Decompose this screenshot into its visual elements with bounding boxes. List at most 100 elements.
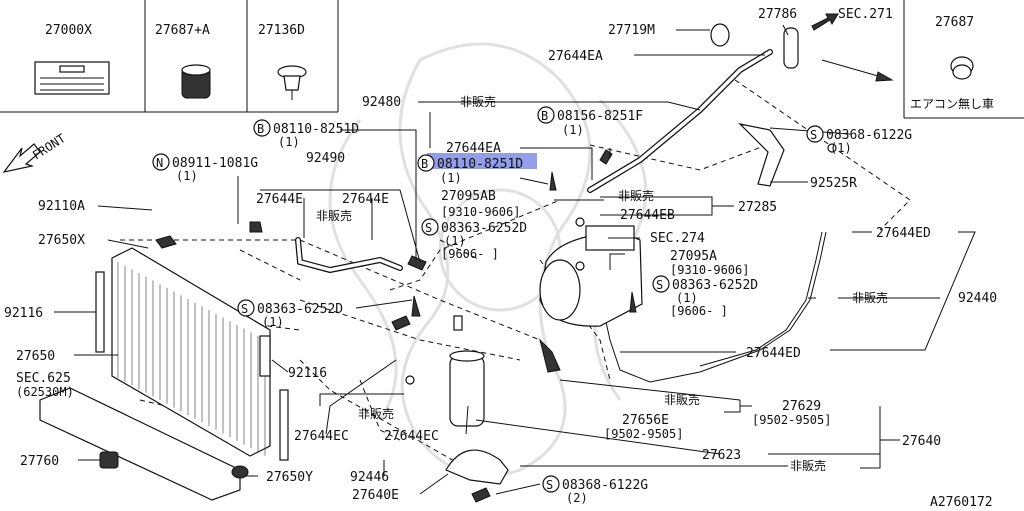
callout-92525R: 92525R [810, 176, 857, 191]
callout-92116-a: 92116 [4, 306, 43, 321]
callout-27629: 27629 [782, 399, 821, 414]
callout-08363-b-qty: (1) [676, 291, 698, 305]
callout-27095A: 27095A [670, 249, 717, 264]
prefix-b-08110-b: B [417, 154, 435, 172]
prefix-s-08363-c: S [237, 299, 255, 317]
callout-labels: 27719M 27786 SEC.271 27644EA 92480 非販売 0… [4, 7, 997, 510]
seal-strip-right [279, 389, 289, 461]
svg-text:B: B [541, 109, 548, 123]
grommet-27760 [99, 451, 119, 469]
callout-27644ED-b: 27644ED [746, 346, 801, 361]
callout-27629-range: [9502-9505] [752, 413, 831, 427]
bushing-icon [181, 64, 211, 99]
callout-92446: 92446 [350, 470, 389, 485]
inset-caption: エアコン無し車 [910, 96, 994, 111]
callout-27760: 27760 [20, 454, 59, 469]
callout-92110A: 92110A [38, 199, 85, 214]
not-for-sale-label-3: 非販売 [618, 188, 654, 203]
callout-27644EA-top: 27644EA [548, 49, 603, 64]
callout-27640E: 27640E [352, 488, 399, 503]
callout-08363-c-qty: (1) [262, 315, 284, 329]
bumper-bracket [39, 387, 241, 501]
inset-part-27687: 27687 [935, 15, 974, 30]
callout-92480: 92480 [362, 95, 401, 110]
callout-27644E-b: 27644E [342, 192, 389, 207]
callout-08368-b-qty: (2) [566, 491, 588, 505]
callout-27623: 27623 [702, 448, 741, 463]
svg-text:S: S [656, 278, 663, 292]
clip-icon [277, 65, 307, 100]
callout-27644EB: 27644EB [620, 208, 675, 223]
highlighted-callout-box [427, 153, 537, 169]
callout-08363-6252D-b: 08363-6252D [672, 278, 758, 293]
callout-08911-qty: (1) [176, 169, 198, 183]
callout-08156-qty: (1) [562, 123, 584, 137]
svg-text:N: N [156, 156, 163, 170]
box-part-27000X: 27000X [45, 23, 92, 38]
prefix-b-08156: B [537, 106, 555, 124]
callout-27650: 27650 [16, 349, 55, 364]
callout-27656E-range: [9502-9505] [604, 427, 683, 441]
prefix-s-08368-a: S [806, 125, 824, 143]
callout-leader-lines [54, 24, 976, 495]
not-for-sale-label-2: 非販売 [316, 208, 352, 223]
callout-08110-b-qty: (1) [440, 171, 462, 185]
prefix-s-08363-a: S [421, 218, 439, 236]
callout-27095AB-range: [9310-9606] [441, 205, 520, 219]
callout-08363-a-qty: (1) [444, 234, 466, 248]
prefix-markers: B B B N S S S S S [152, 106, 824, 493]
top-parts-boxes: 27000X 27687+A 27136D [0, 0, 339, 113]
callout-08363-a-range: [9606- ] [441, 247, 499, 261]
callout-08110-8251D-b-highlighted: 08110-8251D [437, 157, 523, 172]
callout-27656E: 27656E [622, 413, 669, 428]
callout-08156-8251F: 08156-8251F [557, 109, 643, 124]
callout-08368-6122G-a: 08368-6122G [826, 128, 912, 143]
callout-27095AB: 27095AB [441, 189, 496, 204]
prefix-s-08363-b: S [652, 275, 670, 293]
label-plate-icon [34, 61, 110, 95]
callout-92440: 92440 [958, 291, 997, 306]
front-arrow-icon: FRONT [2, 131, 68, 173]
callout-27095A-range: [9310-9606] [670, 263, 749, 277]
diagram-id: A2760172 [930, 495, 993, 510]
callout-27644EC-a: 27644EC [294, 429, 349, 444]
not-for-sale-label-5: 非販売 [664, 392, 700, 407]
prefix-n-08911: N [152, 153, 170, 171]
inset-no-ac-box: 27687 エアコン無し車 [903, 0, 1024, 119]
callout-08363-6252D-a: 08363-6252D [441, 221, 527, 236]
pipe-27644E [295, 237, 403, 274]
condenser-core [39, 247, 289, 501]
callout-27644ED-a: 27644ED [876, 226, 931, 241]
callout-08110-8251D-a: 08110-8251D [273, 122, 359, 137]
pipe-27644ED [605, 231, 827, 383]
callout-27650X: 27650X [38, 233, 85, 248]
seal-strip-left [95, 271, 105, 353]
bracket-92525R [738, 123, 785, 187]
prefix-b-08110-a: B [253, 119, 271, 137]
callout-08368-6122G-b: 08368-6122G [562, 478, 648, 493]
callout-27650Y: 27650Y [266, 470, 313, 485]
not-for-sale-label-6: 非販売 [358, 406, 394, 421]
callout-27644EC-b: 27644EC [384, 429, 439, 444]
callout-27786: 27786 [758, 7, 797, 22]
front-label: FRONT [30, 131, 68, 162]
callout-sec271: SEC.271 [838, 7, 893, 22]
grommet-27650Y [231, 465, 249, 479]
callout-sec274: SEC.274 [650, 231, 705, 246]
small-fasteners [155, 143, 837, 503]
callout-08368-a-qty: (1) [830, 141, 852, 155]
svg-text:B: B [257, 122, 264, 136]
svg-text:S: S [546, 478, 553, 492]
callout-08110-a-qty: (1) [278, 135, 300, 149]
receiver-drier [445, 350, 509, 485]
cap-27719M [710, 23, 730, 47]
svg-text:S: S [241, 302, 248, 316]
prefix-s-08368-b: S [542, 475, 560, 493]
callout-27719M: 27719M [608, 23, 655, 38]
not-for-sale-label-7: 非販売 [790, 458, 826, 473]
callout-92490: 92490 [306, 151, 345, 166]
svg-text:B: B [421, 157, 428, 171]
callout-27285: 27285 [738, 200, 777, 215]
